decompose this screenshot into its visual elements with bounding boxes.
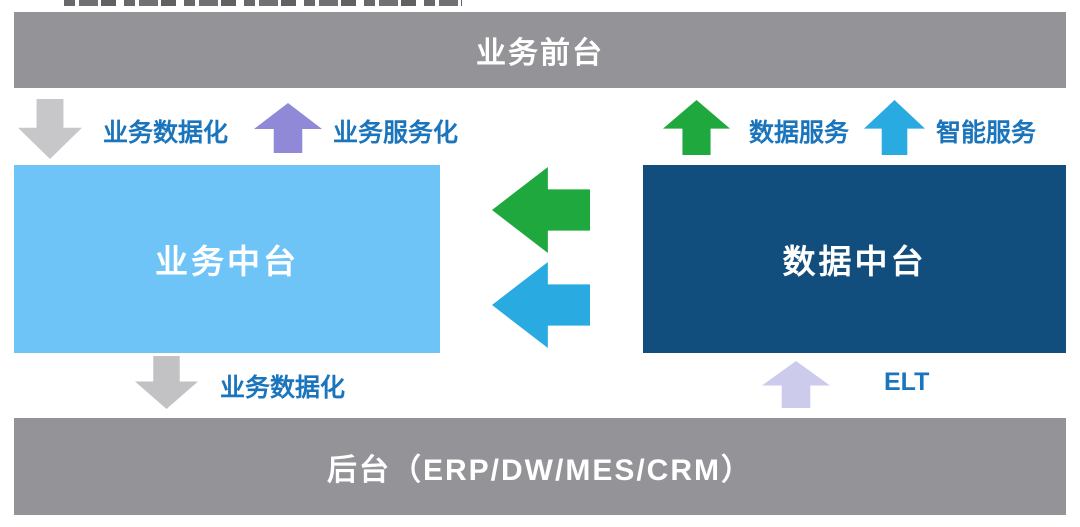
data-platform-box: 数据中台	[643, 165, 1066, 353]
flow-label-business-digitize-top: 业务数据化	[103, 119, 229, 147]
left-arrow-icon	[492, 167, 590, 253]
flow-label-business-servitize: 业务服务化	[333, 119, 459, 147]
business-platform-box: 业务中台	[14, 165, 440, 353]
up-arrow-icon	[663, 100, 730, 155]
data-platform-label: 数据中台	[782, 243, 927, 280]
up-arrow-icon	[864, 100, 925, 155]
flow-label-intelligent-service: 智能服务	[936, 119, 1037, 147]
back-office-bar: 后台（ERP/DW/MES/CRM）	[14, 418, 1066, 515]
business-platform-label: 业务中台	[155, 243, 299, 280]
front-office-label: 业务前台	[476, 37, 604, 70]
left-arrow-icon	[492, 262, 590, 348]
up-arrow-icon	[254, 103, 322, 153]
flow-label-business-digitize-bottom: 业务数据化	[220, 374, 346, 402]
down-arrow-icon	[18, 99, 82, 159]
down-arrow-icon	[135, 356, 198, 409]
up-arrow-icon	[762, 361, 830, 408]
front-office-bar: 业务前台	[14, 12, 1066, 88]
flow-label-data-service: 数据服务	[749, 119, 850, 147]
back-office-label: 后台（ERP/DW/MES/CRM）	[327, 453, 753, 487]
clipped-text-fragment	[64, 0, 462, 6]
flow-label-elt: ELT	[884, 368, 930, 396]
